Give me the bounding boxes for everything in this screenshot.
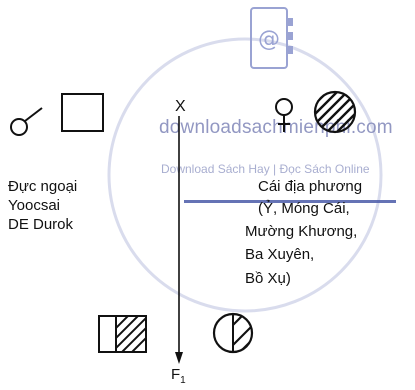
female-breed-line-3: Mường Khương,	[245, 223, 358, 240]
svg-text:@: @	[258, 27, 280, 52]
female-breed-line-4: Ba Xuyên,	[245, 246, 315, 263]
male-symbol-icon	[10, 107, 43, 136]
cross-operator-label: X	[175, 98, 186, 115]
watermark-underline	[184, 200, 396, 203]
half-hatched-circle-icon	[212, 312, 254, 354]
watermark-tagline: Download Sách Hay | Đọc Sách Online	[161, 162, 370, 176]
offspring-generation-label: F1	[171, 365, 186, 390]
male-breed-line-2: Yoocsai	[8, 197, 60, 214]
hatched-circle-icon	[313, 90, 357, 134]
offspring-label-f: F	[171, 366, 181, 383]
female-symbol-icon	[275, 98, 293, 132]
address-book-at-icon: @	[250, 7, 293, 69]
male-breed-line-1: Đực ngoại	[8, 178, 78, 195]
female-breed-line-1: Cái địa phương	[258, 178, 363, 195]
white-square-icon	[61, 93, 104, 132]
female-breed-line-2: (Ỷ, Móng Cái,	[258, 200, 350, 217]
cross-arrow	[175, 116, 183, 364]
offspring-label-sub: 1	[180, 375, 186, 386]
female-breed-line-5: Bồ Xụ)	[245, 270, 291, 287]
half-hatched-square-icon	[98, 315, 147, 353]
male-breed-line-3: DE Durok	[8, 216, 74, 233]
